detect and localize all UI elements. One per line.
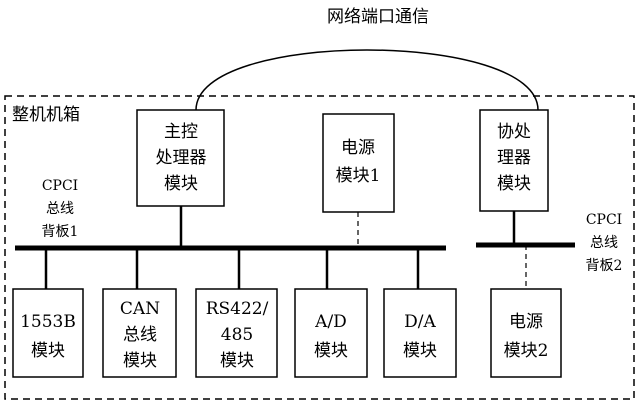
network-link-arc — [195, 49, 539, 111]
module-ad-line2: 模块 — [314, 341, 348, 361]
module-1553b-box — [12, 288, 84, 378]
bus2-label-line1: CPCI — [586, 212, 622, 228]
module-1553b-line2: 模块 — [31, 341, 65, 361]
module-ad-line1: A/D — [314, 312, 347, 332]
power1-box — [322, 113, 395, 213]
bus1-label-line2: 总线 — [46, 201, 74, 217]
main-processor-line1: 主控 — [164, 122, 198, 142]
power2-line1: 电源 — [509, 312, 543, 332]
bus2-label-line3: 背板2 — [586, 258, 623, 274]
chassis-label: 整机机箱 — [12, 105, 80, 125]
main-processor-line2: 处理器 — [156, 148, 207, 168]
module-rs422-line1: RS422/ — [206, 299, 269, 319]
module-da-box — [383, 288, 457, 378]
bus1-label-line1: CPCI — [42, 178, 78, 194]
bus1-label-line3: 背板1 — [42, 224, 79, 240]
module-da-line1: D/A — [404, 312, 436, 332]
network-port-label: 网络端口通信 — [327, 7, 429, 27]
module-rs422-line2: 485 — [221, 325, 253, 345]
module-ad: A/D 模块 — [294, 248, 368, 378]
module-rs422-box — [195, 288, 278, 378]
power1-line1: 电源 — [341, 138, 375, 158]
module-can-line1: CAN — [120, 299, 160, 319]
coprocessor-box — [479, 109, 549, 212]
module-1553b: 1553B 模块 — [12, 248, 84, 378]
bus2-label-line2: 总线 — [590, 235, 618, 251]
coprocessor-line3: 模块 — [497, 174, 531, 194]
module-da: D/A 模块 — [383, 248, 457, 378]
power2-box — [490, 288, 562, 378]
module-ad-box — [294, 288, 368, 378]
main-processor-line3: 模块 — [164, 174, 198, 194]
power1-line2: 模块1 — [336, 166, 381, 186]
coprocessor-line1: 协处 — [497, 122, 531, 142]
module-can-box — [102, 288, 177, 378]
module-1553b-line1: 1553B — [20, 312, 76, 332]
module-rs422-line3: 模块 — [220, 351, 254, 371]
power2-line2: 模块2 — [504, 341, 549, 361]
module-rs422: RS422/ 485 模块 — [195, 248, 278, 378]
module-da-line2: 模块 — [403, 341, 437, 361]
module-can: CAN 总线 模块 — [102, 248, 177, 378]
module-can-line3: 模块 — [123, 351, 157, 371]
coprocessor-line2: 理器 — [497, 148, 531, 168]
module-can-line2: 总线 — [123, 325, 157, 345]
main-processor-box — [136, 109, 225, 207]
chassis-boundary — [4, 95, 635, 400]
